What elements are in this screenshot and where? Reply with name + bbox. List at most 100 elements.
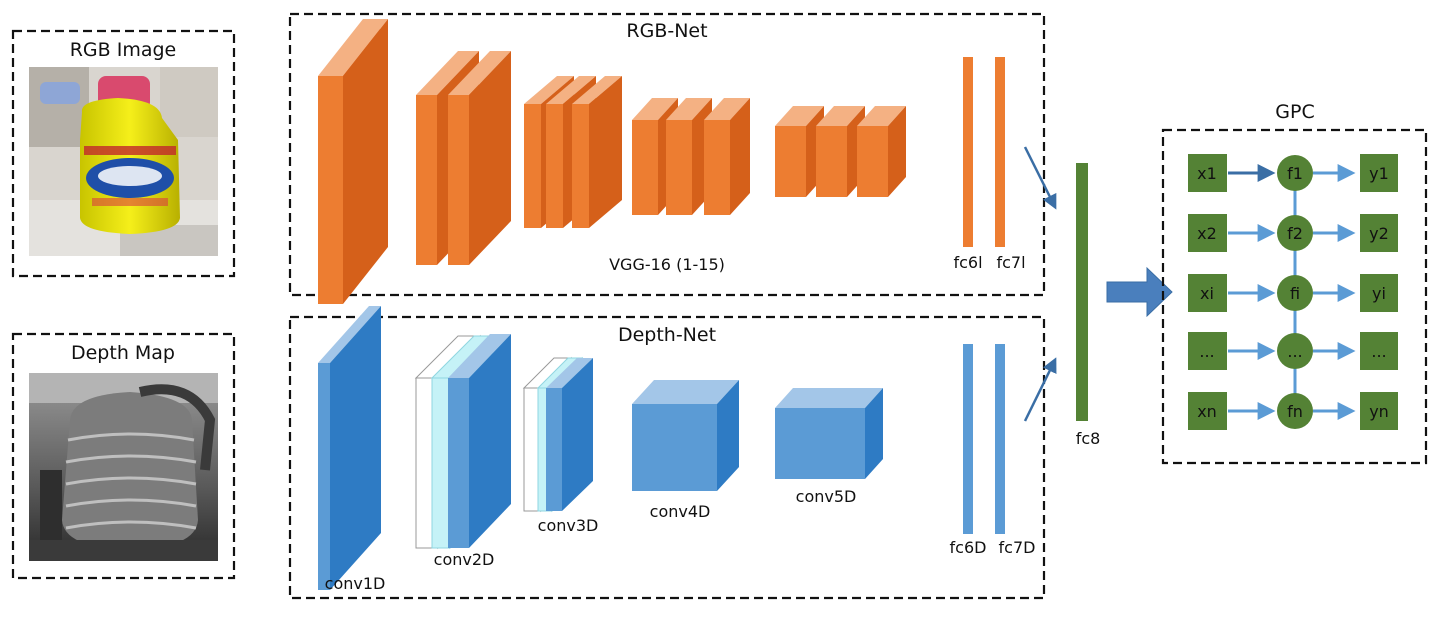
rgb-block4-slab-3-front — [704, 120, 730, 215]
gpc-input-node-4 — [1188, 332, 1227, 370]
depth-conv4d-side — [717, 380, 739, 491]
depth-conv3d-slab-3-top — [546, 358, 593, 388]
depth-conv-blocks — [318, 306, 883, 590]
depth-conv3d-slab-3 — [546, 358, 593, 511]
rgb-block2-slab-2-front — [448, 95, 469, 265]
rgb-block2-slab-2-top — [448, 51, 511, 95]
rgb-block3-slab-2-front — [546, 104, 563, 228]
gpc-output-node-1 — [1360, 154, 1398, 192]
rgb-net: RGB-Net VGG-16 (1-15) fc6l fc7l — [288, 12, 1046, 304]
rgb-block1-slab-3-front — [334, 76, 343, 304]
gpc-input-node-5 — [1188, 392, 1227, 430]
fc6d-label: fc6D — [950, 538, 987, 557]
gpc-function-label-5: fn — [1287, 402, 1303, 421]
gpc-output-label-2: y2 — [1369, 224, 1389, 243]
gpc-output-node-3 — [1360, 274, 1398, 312]
conv5d-label: conv5D — [796, 487, 857, 506]
depth-net: Depth-Net conv1D conv2D conv3D conv4D co… — [288, 306, 1046, 600]
depth-conv2d-slab-3-front — [448, 378, 469, 548]
gpc-function-node-2 — [1277, 215, 1313, 251]
fc8-to-gpc-arrow — [1106, 266, 1173, 318]
gpc-input-node-1 — [1188, 154, 1227, 192]
rgb-net-title: RGB-Net — [626, 20, 707, 42]
fc6d-bar — [963, 344, 973, 534]
depth-conv2d-slab-3-side — [469, 334, 511, 548]
gpc-function-label-2: f2 — [1287, 224, 1303, 243]
fusion: fc8 — [1023, 146, 1173, 448]
rgb-block1-slab-3 — [334, 19, 388, 304]
fc7l-label: fc7l — [996, 253, 1025, 272]
depth-conv4d-top — [632, 380, 739, 404]
rgb-block1-slab-3-side — [343, 19, 388, 304]
fc7l-bar — [995, 57, 1005, 247]
rgb-block5-slab-2-top — [816, 106, 865, 126]
rgb-block5-slab-1-front — [775, 126, 806, 197]
rgb-block3-slab-1-top — [524, 76, 574, 104]
conv1d-label: conv1D — [325, 574, 386, 593]
depth-conv5d-side — [865, 388, 883, 479]
gpc-title: GPC — [1275, 101, 1314, 123]
depth-conv4d-front — [632, 404, 717, 491]
conv4d-label: conv4D — [650, 502, 711, 521]
rgb-block1-slab-1-front — [318, 76, 327, 304]
rgb-to-fc8-arrow — [1023, 146, 1057, 210]
rgb-block4-slab-1-front — [632, 120, 658, 215]
vgg-backbone-label: VGG-16 (1-15) — [609, 255, 725, 274]
depth-conv3d-slab-3-front — [546, 388, 562, 511]
gpc-output-label-4: ... — [1371, 342, 1386, 361]
gpc-function-node-4 — [1277, 333, 1313, 369]
rgb-block2-slab-1-front — [416, 95, 437, 265]
gpc-output-node-5 — [1360, 392, 1398, 430]
gpc-input-node-2 — [1188, 214, 1227, 252]
rgb-block4-slab-3 — [704, 98, 750, 215]
rgb-block4-slab-2-front — [666, 120, 692, 215]
fc6l-label: fc6l — [953, 253, 982, 272]
rgb-image-picture — [29, 67, 218, 256]
gpc-frame — [1161, 128, 1428, 465]
gpc-input-label-5: xn — [1197, 402, 1217, 421]
depth-conv3d-slab-3-side — [562, 358, 593, 511]
rgb-block1-slab-3-top — [334, 19, 388, 76]
rgb-block3-slab-3 — [572, 76, 622, 228]
gpc-function-node-3 — [1277, 275, 1313, 311]
depth-conv1d-side — [330, 306, 381, 590]
rgb-image-title: RGB Image — [70, 39, 177, 61]
rgb-block5-slab-3-top — [857, 106, 906, 126]
rgb-block3-slab-3-top — [572, 76, 622, 104]
rgb-block3-slab-3-front — [572, 104, 589, 228]
rgb-block1-slab-2-top — [326, 19, 380, 76]
fc8-label: fc8 — [1076, 429, 1101, 448]
depth-conv1d — [318, 306, 381, 590]
gpc-row-5: xn fn yn — [1188, 392, 1398, 430]
depth-conv5d-front — [775, 408, 865, 479]
conv2d-label: conv2D — [434, 550, 495, 569]
rgb-block5-slab-2 — [816, 106, 865, 197]
fc7d-bar — [995, 344, 1005, 534]
depth-conv2d-slab-2-front — [431, 377, 451, 549]
rgb-block2-slab-2 — [448, 51, 511, 265]
gpc-input-label-4: ... — [1199, 342, 1214, 361]
gpc-function-node-5 — [1277, 393, 1313, 429]
gpc-output-label-5: yn — [1369, 402, 1389, 421]
gpc-input-node-3 — [1188, 274, 1227, 312]
depth-conv5d — [775, 388, 883, 479]
rgb-block2-slab-2-side — [469, 51, 511, 265]
rgb-block3-slab-2-top — [546, 76, 596, 104]
gpc-input-label-3: xi — [1200, 284, 1214, 303]
gpc-output-node-2 — [1360, 214, 1398, 252]
rgb-block3-slab-3-side — [589, 76, 622, 228]
gpc-input-label-1: x1 — [1197, 164, 1217, 183]
depth-conv2d-slab-3-top — [448, 334, 511, 378]
rgb-image-frame — [11, 29, 236, 278]
gpc-output-label-3: yi — [1372, 284, 1386, 303]
gpc-function-label-1: f1 — [1287, 164, 1303, 183]
rgb-conv-blocks — [318, 19, 906, 304]
gpc-function-label-4: ... — [1287, 342, 1302, 361]
rgb-block2-slab-1-top — [416, 51, 479, 95]
depth-map-title: Depth Map — [71, 342, 175, 364]
